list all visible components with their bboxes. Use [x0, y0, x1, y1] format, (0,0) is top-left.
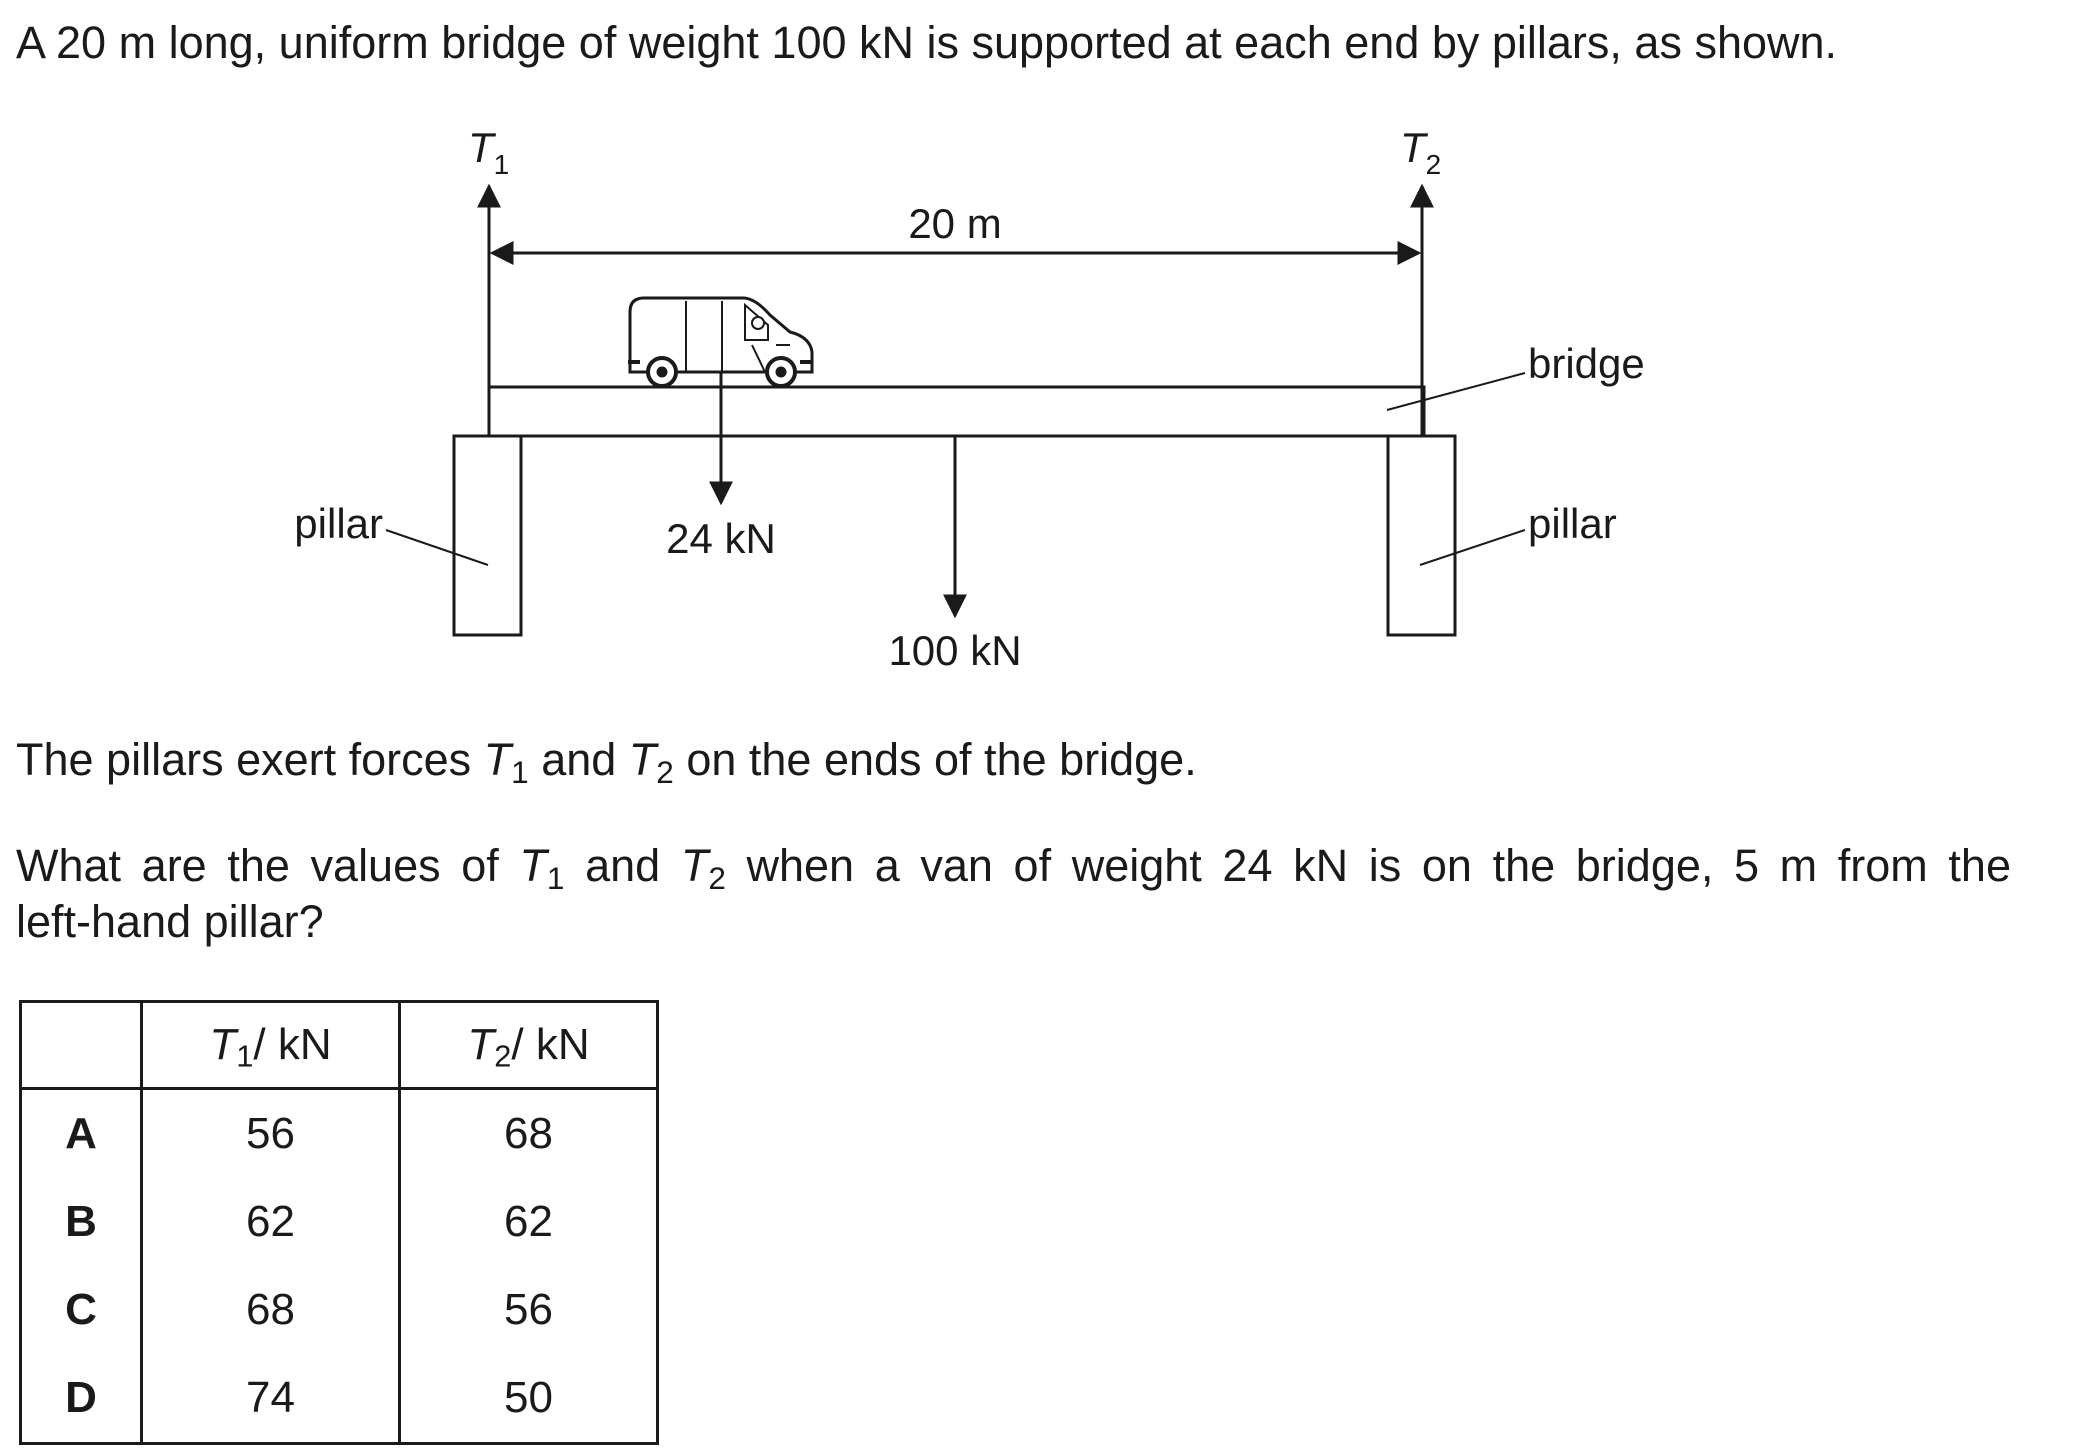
table-row[interactable]: B 62 62 — [19, 1178, 659, 1266]
van-icon — [628, 296, 814, 388]
option-t2-value: 68 — [398, 1087, 659, 1178]
option-t2-value: 50 — [398, 1354, 659, 1445]
right-pillar-label: pillar — [1528, 500, 1617, 547]
option-letter[interactable]: A — [19, 1087, 143, 1178]
option-letter[interactable]: B — [19, 1178, 143, 1266]
option-t1-value: 68 — [140, 1266, 401, 1354]
option-t1-value: 62 — [140, 1178, 401, 1266]
answer-options-table: T1/ kN T2/ kN A 56 68 B 62 62 C 68 56 D … — [19, 1000, 659, 1445]
option-t2-value: 56 — [398, 1266, 659, 1354]
right-pillar — [1386, 434, 1457, 637]
header-t1: T1/ kN — [140, 1000, 401, 1090]
bridge-leader-line — [1386, 372, 1526, 411]
van-force-label: 24 kN — [666, 515, 776, 562]
option-t2-value: 62 — [398, 1178, 659, 1266]
question-line-1: What are the values of T1 and T2 when a … — [16, 840, 2011, 896]
bridge-force-label: 100 kN — [888, 627, 1021, 674]
option-letter[interactable]: C — [19, 1266, 143, 1354]
header-t2: T2/ kN — [398, 1000, 659, 1090]
bridge-diagram: T1 T2 20 m 24 kN 100 kN bridge pillar pi… — [294, 124, 1645, 674]
bridge-deck — [487, 385, 1426, 438]
option-t1-value: 74 — [140, 1354, 401, 1445]
question-line-2: left-hand pillar? — [16, 896, 324, 947]
table-header-row: T1/ kN T2/ kN — [19, 1000, 659, 1090]
right-pillar-leader-line — [1419, 529, 1526, 566]
option-t1-value: 56 — [140, 1087, 401, 1178]
left-pillar-leader-line — [385, 529, 489, 566]
question-text: What are the values of T1 and T2 when a … — [16, 838, 2011, 950]
left-pillar — [452, 434, 523, 637]
option-letter[interactable]: D — [19, 1354, 143, 1445]
question-intro: A 20 m long, uniform bridge of weight 10… — [16, 17, 1838, 68]
t2-label: T2 — [1400, 124, 1441, 180]
table-row[interactable]: A 56 68 — [19, 1087, 659, 1178]
table-row[interactable]: D 74 50 — [19, 1354, 659, 1445]
forces-sentence: The pillars exert forces T1 and T2 on th… — [16, 734, 1197, 790]
span-label: 20 m — [908, 200, 1001, 247]
table-row[interactable]: C 68 56 — [19, 1266, 659, 1354]
t1-label: T1 — [468, 124, 509, 180]
left-pillar-label: pillar — [294, 500, 383, 547]
header-blank-cell — [19, 1000, 143, 1090]
bridge-label: bridge — [1528, 340, 1645, 387]
